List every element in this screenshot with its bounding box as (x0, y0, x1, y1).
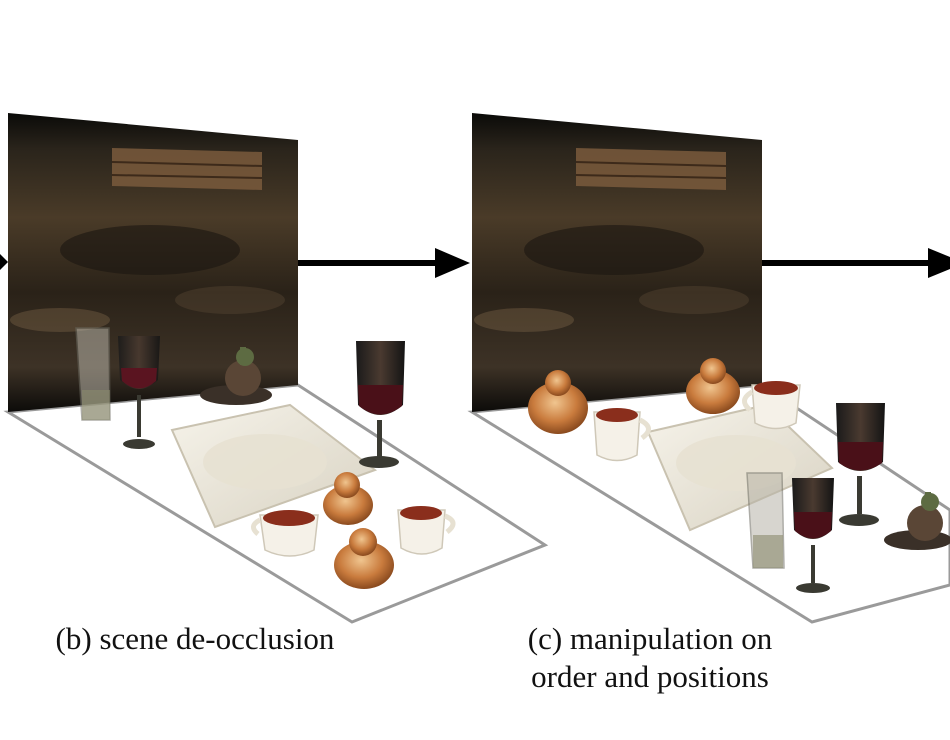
backdrop-image-c (472, 113, 762, 412)
cup-icon (251, 510, 319, 557)
cup-icon (742, 381, 801, 430)
caption-panel-c-line2: order and positions (531, 659, 769, 694)
panel-c-scene (467, 113, 950, 624)
donut-icon (686, 358, 740, 414)
snail-figurine-icon (200, 347, 272, 405)
water-glass-icon (75, 327, 111, 421)
caption-panel-b: (b) scene de-occlusion (55, 621, 335, 656)
wine-glass-icon (836, 403, 885, 526)
wine-glass-icon (792, 478, 834, 593)
cup-icon (593, 408, 651, 462)
wine-glass-icon (356, 341, 405, 468)
snail-figurine-icon (884, 492, 950, 550)
arrow-right-icon (298, 248, 470, 278)
arrow-right-icon (762, 248, 950, 278)
donut-icon (528, 370, 588, 434)
donut-icon (323, 472, 373, 525)
water-glass-icon (746, 472, 785, 569)
panel-b-scene (3, 113, 549, 624)
caption-panel-c-line1: (c) manipulation on (527, 621, 773, 656)
cup-icon (397, 506, 456, 555)
plate-icon (170, 403, 378, 529)
wine-glass-icon (118, 336, 160, 449)
caption-panel-c: (c) manipulation on order and positions (460, 620, 840, 696)
donut-icon (334, 528, 394, 589)
arrow-incoming (0, 254, 8, 270)
